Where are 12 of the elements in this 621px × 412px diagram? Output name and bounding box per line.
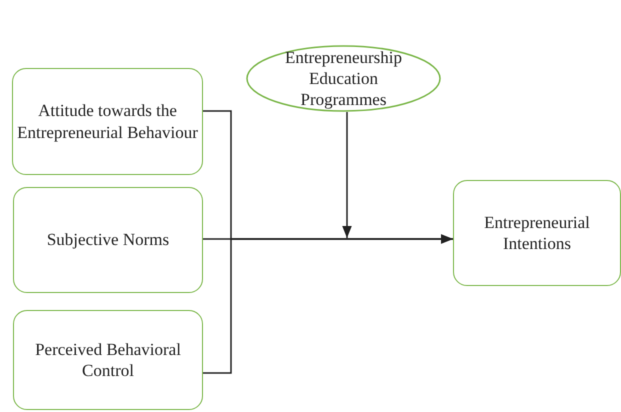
node-label: Subjective Norms (46, 229, 170, 251)
oval (246, 45, 441, 112)
process-box (12, 68, 203, 175)
node-label: Entrepreneurship Education Programmes (284, 46, 404, 110)
process-box (453, 180, 621, 286)
node-label: Entrepreneurial Intentions (483, 212, 591, 254)
node-label: Attitude towards the Entrepreneurial Behaviour (17, 100, 198, 143)
process-box (13, 187, 203, 293)
node-label: Perceived Behavioral Control (34, 338, 182, 382)
process-box (13, 310, 203, 410)
arrow (342, 112, 352, 238)
arrow (203, 234, 453, 374)
